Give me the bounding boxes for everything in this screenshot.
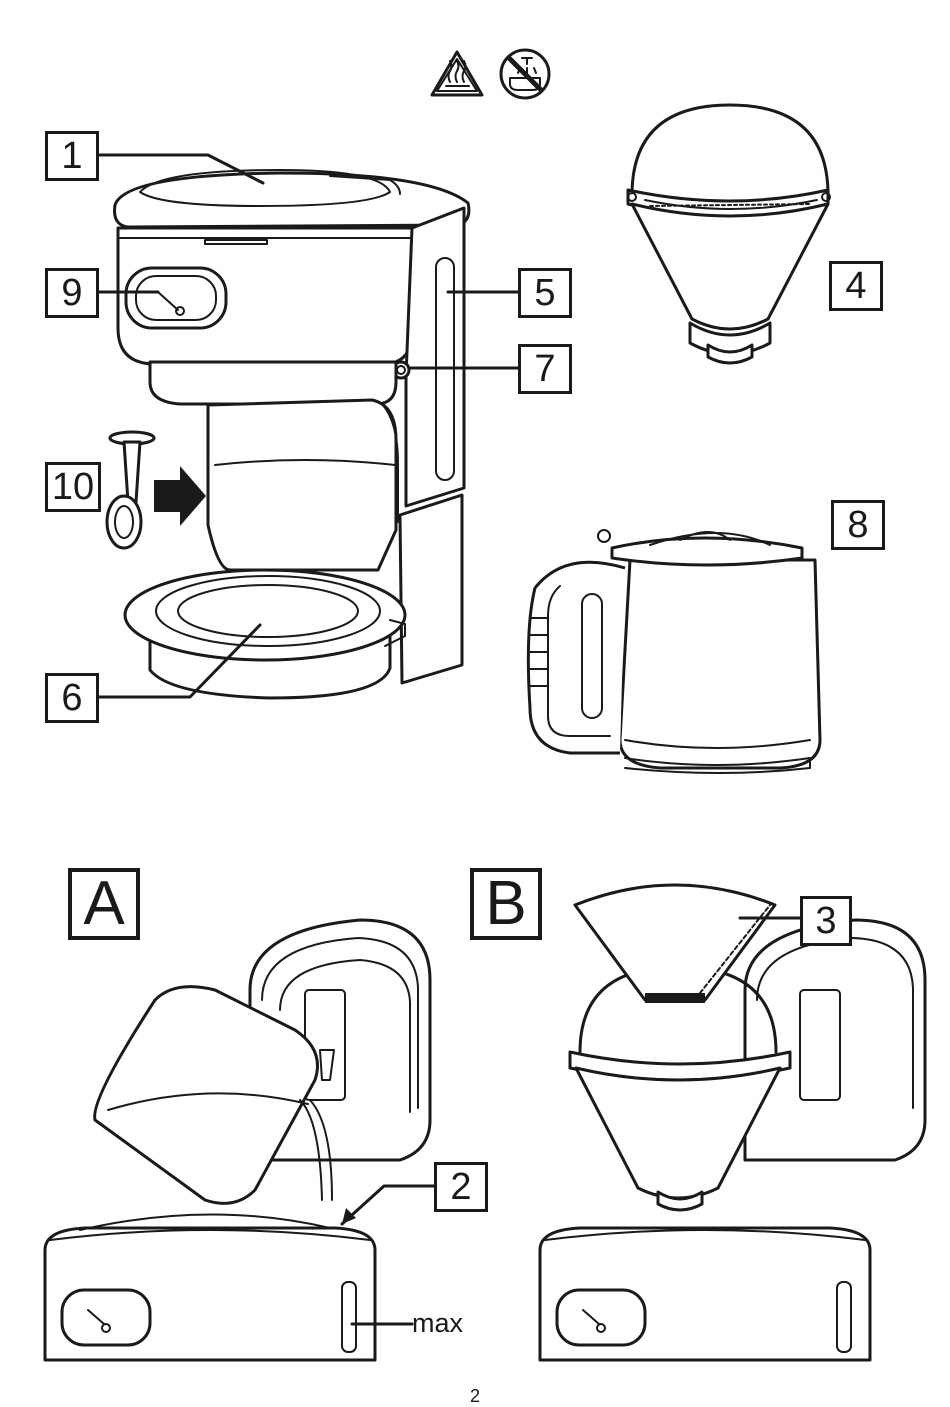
filter-holder-illustration xyxy=(628,105,830,363)
part-label-1: 1 xyxy=(45,131,99,181)
hot-surface-warning-icon xyxy=(432,52,482,95)
step-a-illustration xyxy=(45,920,430,1360)
part-label-7: 7 xyxy=(518,344,572,394)
insert-arrow-icon xyxy=(154,466,206,526)
part-label-8: 8 xyxy=(831,500,885,550)
part-label-2: 2 xyxy=(434,1162,488,1212)
part-label-3: 3 xyxy=(800,896,852,946)
part-label-5: 5 xyxy=(518,268,572,318)
no-water-immersion-icon xyxy=(501,50,549,98)
measuring-spoon-illustration xyxy=(107,432,154,548)
part-label-9: 9 xyxy=(45,268,99,318)
max-level-label: max xyxy=(412,1308,463,1339)
part-label-4: 4 xyxy=(829,261,883,311)
step-label-b: B xyxy=(470,868,542,940)
step-label-a: A xyxy=(68,868,140,940)
coffee-maker-illustration xyxy=(115,170,469,698)
step-b-illustration xyxy=(540,885,925,1360)
part-label-6: 6 xyxy=(45,673,99,723)
carafe-illustration xyxy=(528,530,820,773)
page-number: 2 xyxy=(0,1386,950,1407)
part-label-10: 10 xyxy=(45,462,101,512)
